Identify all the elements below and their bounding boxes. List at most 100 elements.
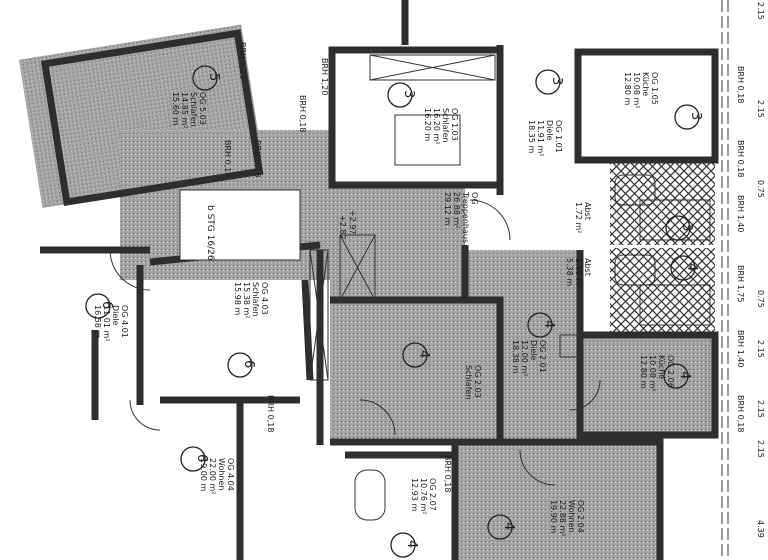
zone-marker-circle	[487, 514, 513, 540]
room-label-line: 15.60 m	[171, 92, 180, 125]
brh-annotation-text: BRH 0,18	[298, 95, 307, 132]
room-label-line: 12.80 m	[639, 355, 648, 388]
room-label-line-text: 29.12 m	[443, 192, 452, 225]
room-label-line: OG 5.03	[198, 92, 207, 125]
room-label-line-text: Schlafen	[464, 365, 473, 399]
zone-marker-circle	[180, 446, 206, 472]
zone-marker-number: 6	[99, 301, 114, 309]
room-label-line-text: 19.90 m	[549, 500, 558, 533]
dimension-value-text: 2.15	[756, 100, 765, 118]
zone-marker-number: 3	[549, 77, 564, 85]
room-label-line-text: OG 4.01	[120, 305, 129, 338]
room-label-line: Wohnen	[217, 458, 226, 490]
zone-marker-number: 4	[677, 371, 692, 379]
dimension-value: 0.75	[756, 290, 765, 308]
zone-marker-circle	[535, 69, 561, 95]
room-label-line: 10.08 m²	[648, 355, 657, 391]
room-label-line: 15.98 m	[233, 282, 242, 315]
room-label-line-text: 16.20 m²	[432, 108, 441, 144]
zone-marker-circle	[85, 293, 111, 319]
room-label-line-text: 5.38 m	[565, 258, 574, 286]
room-label-line-text: Küche	[641, 72, 650, 96]
zone-marker-number: 6	[241, 360, 256, 368]
bath-1-06	[610, 160, 715, 245]
zone-marker-circle	[670, 255, 696, 281]
zone-marker-number: 5	[206, 73, 221, 81]
zone-marker-number: 4	[684, 263, 699, 271]
zone-marker-circle	[663, 363, 689, 389]
room-label-line: 12.00 m²	[520, 340, 529, 376]
room-label-line-text: 10.08 m²	[632, 72, 641, 108]
zone-marker-number: 4	[501, 522, 516, 530]
room-label-line: 12.93 m	[410, 478, 419, 511]
room-label-line-text: 12.00 m²	[520, 340, 529, 376]
brh-annotation: BRH 0,18	[298, 95, 307, 132]
room-label-line: OG	[470, 192, 479, 205]
zone-marker-circle	[665, 215, 691, 241]
zone-marker-number: 6	[194, 454, 209, 462]
dimension-value: 2.15	[756, 440, 765, 458]
room-label-line-text: Treppenhaus	[461, 191, 470, 243]
brh-annotation-text: BRH 1,75	[736, 265, 745, 302]
room-label-line: Diele	[545, 120, 554, 141]
zone-marker-number: 3	[688, 112, 703, 120]
brh-annotation: BRH 0,18	[266, 395, 275, 432]
room-label-line: 16.58 m	[93, 305, 102, 338]
brh-annotation: BRH 1,40	[736, 195, 745, 232]
room-label-line-text: OG 1.05	[650, 72, 659, 105]
zone-marker-number-text: 4	[541, 320, 556, 328]
room-label-line-text: 10.08 m²	[648, 355, 657, 391]
room-label-line-text: 15.98 m	[233, 282, 242, 315]
room-label-line-text: 26.88 m²	[452, 192, 461, 228]
dimension-value-text: 2.15	[756, 400, 765, 418]
room-2-01	[465, 250, 580, 442]
dimension-value: 4.39	[756, 520, 765, 538]
room-label-line: 1.69 m²	[574, 258, 583, 289]
room-label-line-text: 15.60 m	[171, 92, 180, 125]
brh-annotation: BRH 1,20	[238, 42, 247, 79]
brh-annotation: BRH 1,75	[736, 265, 745, 302]
brh-annotation-text: BRH 1,20	[320, 58, 329, 95]
room-label-line-text: Diele	[529, 340, 538, 361]
brh-annotation: BRH 0,18	[736, 395, 745, 432]
zone-marker-circle	[402, 342, 428, 368]
stair-label: b STG 16/26	[205, 205, 215, 261]
room-label-line: Küche	[657, 355, 666, 379]
zone-marker-circle	[192, 65, 218, 91]
room-label-line-text: 16.20 m	[423, 108, 432, 141]
room-label-line: Schlafen	[189, 92, 198, 126]
room-label-line-text: 22.00 m²	[208, 458, 217, 494]
room-label-line: OG 1.01	[554, 120, 563, 153]
zone-marker-number-text: 4	[416, 350, 431, 358]
room-2-06	[578, 335, 715, 435]
stair-text: b STG 16/26	[205, 205, 215, 261]
room-label-line: 12.80 m	[623, 72, 632, 105]
brh-annotation-text: BRH 0,18	[736, 140, 745, 177]
room-label-line-text: Abst	[583, 202, 592, 220]
zone-marker-number-text: 3	[679, 223, 694, 231]
room-label-line: OG 2.01	[538, 340, 547, 373]
room-label-line: 29.12 m	[443, 192, 452, 225]
room-label-line: Abst	[583, 258, 592, 276]
room-label-line-text: 12.93 m	[410, 478, 419, 511]
room-label-line: 18.35 m	[527, 120, 536, 153]
dimension-value: 2.15	[756, 400, 765, 418]
level-bottom: +2.82	[338, 215, 347, 240]
room-label-line-text: 11.01 m²	[102, 305, 111, 341]
room-label-line: 22.88 m²	[558, 500, 567, 536]
room-label-line: Schlafen	[464, 365, 473, 399]
dimension-value-text: 2.15	[756, 2, 765, 20]
brh-annotation: BRH 0,18	[443, 455, 452, 492]
zone-marker-number: 4	[416, 350, 431, 358]
brh-annotation-text: BRH 0,18	[736, 66, 745, 103]
room-label-line: Treppenhaus	[461, 191, 470, 243]
room-label-line: 10.76 m²	[419, 478, 428, 514]
brh-annotation-text: BRH 0,18	[736, 395, 745, 432]
room-label-line: 14.85 m²	[180, 92, 189, 128]
zone-marker-number-text: 3	[401, 90, 416, 98]
room-label-line: Küche	[641, 72, 650, 96]
room-label-line-text: 12.80 m	[623, 72, 632, 105]
zone-marker-number: 3	[401, 90, 416, 98]
